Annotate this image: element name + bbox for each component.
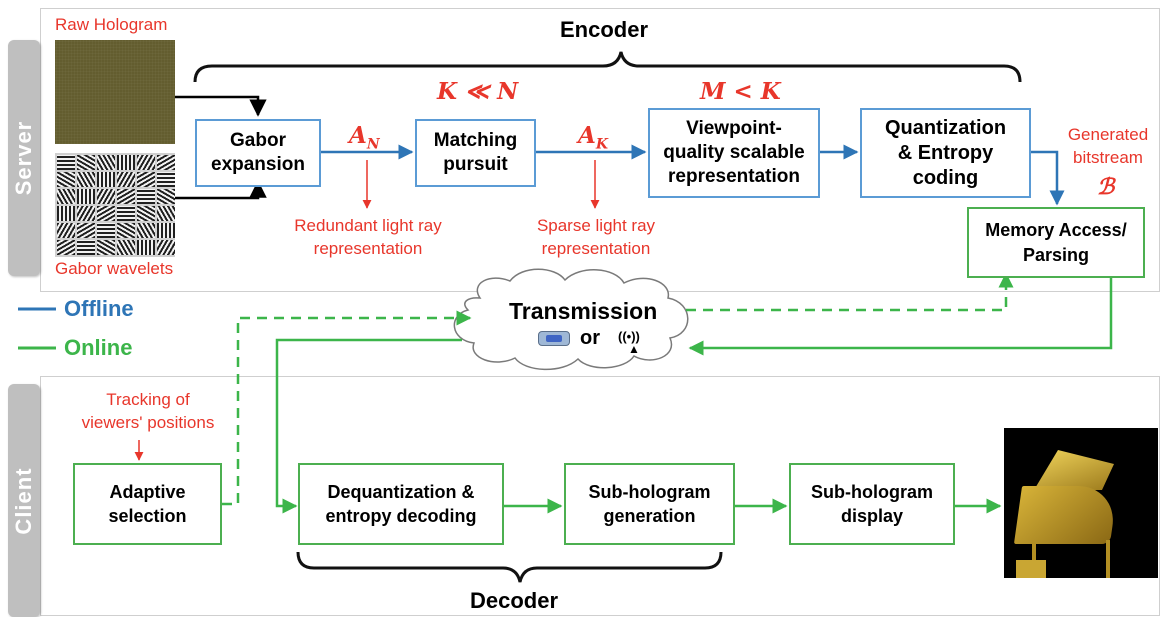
m-less-k-label: M < K (700, 78, 781, 105)
serial-port-icon (538, 331, 570, 346)
wavelet-tile (77, 155, 95, 170)
node-matching-pursuit: Matching pursuit (415, 119, 536, 187)
wavelet-tile (157, 155, 175, 170)
wavelet-tile (57, 189, 75, 204)
wavelet-tile (57, 206, 75, 221)
wavelet-tile (157, 240, 175, 255)
wavelet-tile (137, 240, 155, 255)
node-adaptive-selection: Adaptive selection (73, 463, 222, 545)
wavelet-tile (97, 223, 115, 238)
cloud-to-dequant-arrow (275, 338, 462, 514)
wavelet-tile (57, 223, 75, 238)
node-viewpoint-representation: Viewpoint- quality scalable representati… (648, 108, 820, 198)
wavelet-tile (117, 155, 135, 170)
transmission-title: Transmission (509, 298, 658, 324)
wavelet-tile (117, 240, 135, 255)
wavelet-tile (137, 189, 155, 204)
quantization-to-memory-arrow (1031, 150, 1065, 206)
wavelet-tile (97, 189, 115, 204)
wavelet-tile (137, 223, 155, 238)
decoder-brace (296, 551, 723, 583)
k-much-less-n-label: K ≪ N (437, 78, 519, 105)
node-dequantization-entropy-decoding: Dequantization & entropy decoding (298, 463, 504, 545)
sparse-annotation: Sparse light ray representation (536, 216, 656, 258)
legend-offline-label: Offline (64, 296, 134, 321)
memory-to-cloud-arrow (688, 278, 1113, 356)
bitstream-symbol: ℬ (1097, 174, 1115, 200)
wavelet-tile (157, 172, 175, 187)
wavelet-tile (117, 223, 135, 238)
wavelet-tile (77, 189, 95, 204)
wavelet-tile (117, 172, 135, 187)
raw-hologram-image (55, 40, 175, 144)
wavelet-tile (97, 155, 115, 170)
gabor-wavelets-label: Gabor wavelets (55, 259, 174, 278)
node-sub-hologram-display: Sub-hologram display (789, 463, 955, 545)
wavelet-tile (117, 189, 135, 204)
wavelet-tile (117, 206, 135, 221)
wavelet-tile (137, 172, 155, 187)
wavelet-tile (97, 240, 115, 255)
wavelet-tile (97, 172, 115, 187)
transmission-cloud (453, 268, 689, 371)
wavelet-tile (57, 240, 75, 255)
wavelet-tile (137, 155, 155, 170)
node-quantization-entropy-coding: Quantization & Entropy coding (860, 108, 1031, 198)
adaptive-to-cloud-dashed (222, 310, 472, 506)
wireless-antenna-icon: ((•))▲ (618, 329, 640, 356)
hologram-to-gabor-arrow (175, 95, 267, 117)
encoder-brace (193, 51, 1022, 83)
server-tab: Server (8, 40, 40, 276)
legend-online-label: Online (64, 335, 133, 360)
cloud-to-memory-dashed (686, 272, 1014, 312)
client-tab: Client (8, 384, 40, 617)
a-n-label: AN (349, 122, 380, 153)
node-memory-access-parsing: Memory Access/ Parsing (967, 207, 1145, 278)
wavelet-tile (77, 223, 95, 238)
generated-bitstream-annotation: Generated bitstream (1067, 125, 1149, 167)
redundant-annotation: Redundant light ray representation (294, 216, 442, 258)
a-k-label: AK (578, 122, 609, 153)
raw-hologram-label: Raw Hologram (55, 15, 168, 34)
wavelets-to-gabor-arrow (175, 180, 267, 200)
wavelet-tile (157, 206, 175, 221)
node-gabor-expansion: Gabor expansion (195, 119, 321, 187)
node-sub-hologram-generation: Sub-hologram generation (564, 463, 735, 545)
wavelet-tile (137, 206, 155, 221)
encoder-title: Encoder (560, 17, 649, 42)
transmission-icons: or ((•))▲ (538, 327, 648, 356)
gabor-wavelets-image (55, 153, 175, 257)
wavelet-tile (77, 172, 95, 187)
reconstructed-piano-image (1004, 428, 1158, 578)
tracking-annotation: Tracking of viewers' positions (81, 390, 215, 432)
transmission-or: or (580, 327, 600, 349)
wavelet-tile (97, 206, 115, 221)
wavelet-tile (77, 240, 95, 255)
wavelet-tile (157, 189, 175, 204)
wavelet-tile (57, 172, 75, 187)
wavelet-tile (157, 223, 175, 238)
wavelet-tile (77, 206, 95, 221)
wavelet-tile (57, 155, 75, 170)
decoder-title: Decoder (470, 588, 559, 613)
